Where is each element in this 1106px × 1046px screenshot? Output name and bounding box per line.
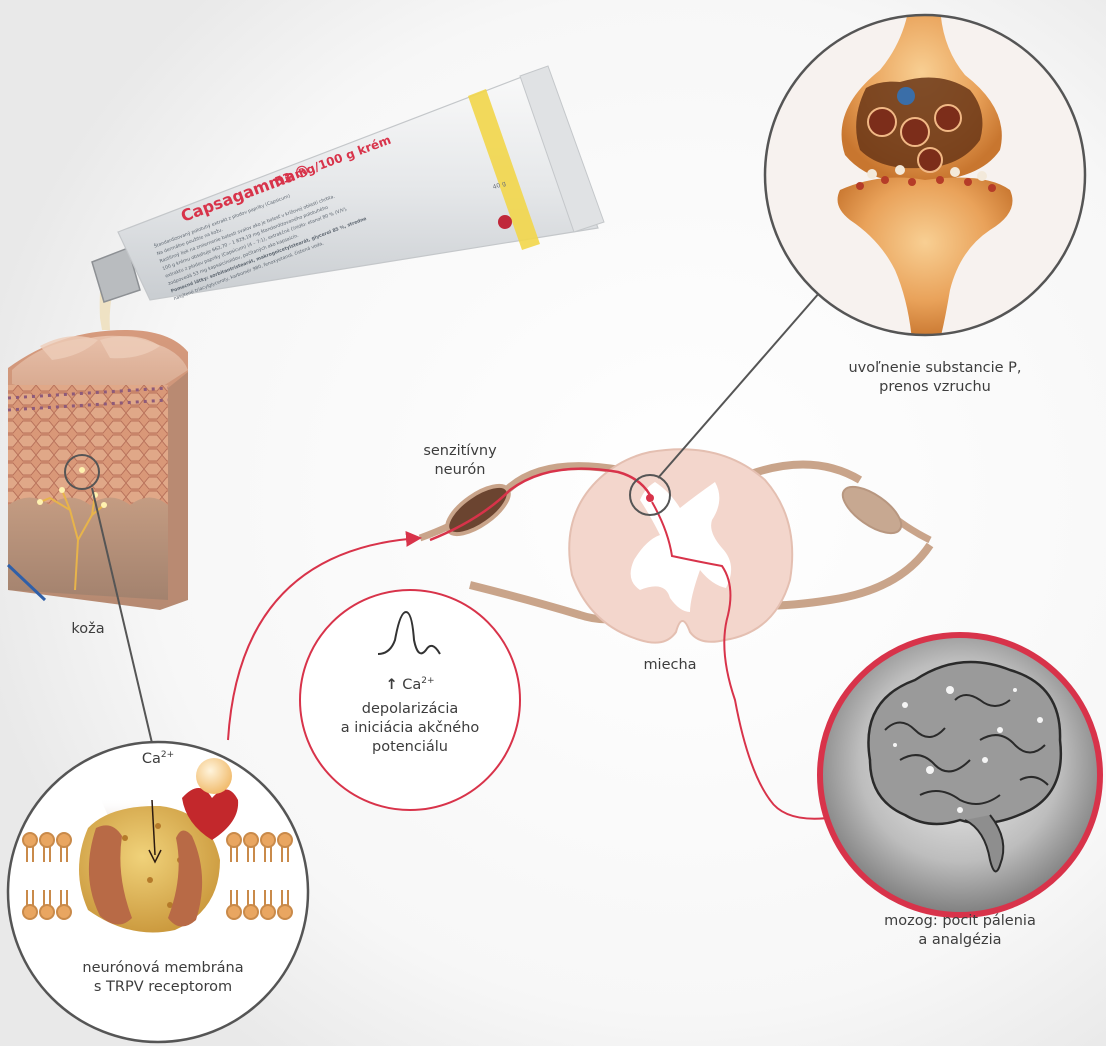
spinal-cord-label: miecha [630, 656, 710, 675]
membrane-label: neurónová membrána s TRPV receptorom [58, 959, 268, 997]
brain-label: mozog: pocit pálenia a analgézia [855, 912, 1065, 950]
capsaicin-molecule [196, 758, 232, 794]
skin-cross-section [8, 330, 188, 610]
tube-logo [498, 215, 512, 229]
substance-p-label: uvoľnenie substancie P, prenos vzruchu [830, 359, 1040, 397]
brain-inset [820, 635, 1100, 915]
calcium-increase-label: ↑ Ca2+ [340, 676, 480, 695]
depolarization-label: depolarizácia a iniciácia akčného potenc… [320, 700, 500, 757]
membrane-calcium-label: Ca2+ [128, 750, 188, 769]
trpv-membrane-inset [8, 742, 308, 1042]
skin-label: koža [48, 620, 128, 639]
sensory-neuron-label: senzitívny neurón [400, 442, 520, 480]
dermis [8, 498, 168, 601]
